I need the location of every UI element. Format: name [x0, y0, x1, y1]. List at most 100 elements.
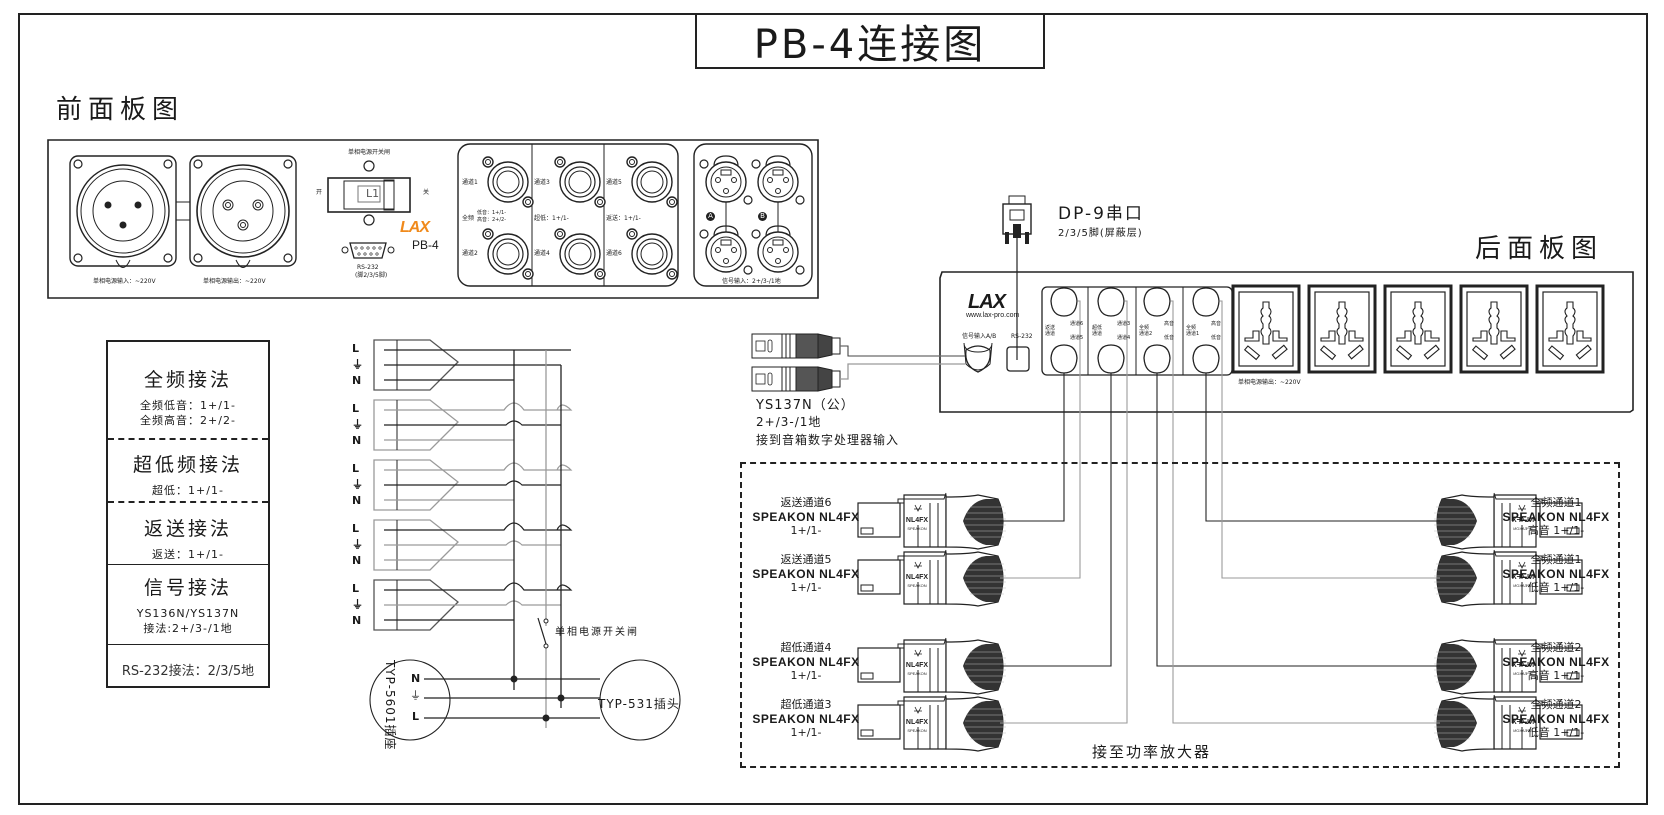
page-title: PB-4连接图: [695, 13, 1045, 69]
rear-group-top-label: 高音: [1211, 321, 1222, 327]
db9-subtitle: 2/3/5脚(屏蔽层): [1058, 228, 1143, 239]
legend-line: 超低：1+/1-: [152, 484, 224, 497]
speakon-jack-icon: [626, 156, 678, 208]
rear-group-bottom-label: 通道4: [1117, 335, 1131, 341]
amp-dashed-box: [740, 462, 1620, 768]
legend-line: 返送：1+/1-: [152, 548, 224, 561]
amp-connector-model: SPEAKON NL4FX: [1502, 655, 1610, 669]
power-out-socket-face: [212, 180, 274, 242]
wiring-pin-label: N: [352, 614, 362, 627]
signal-cable: [840, 363, 965, 380]
power-in-label: 单相电源输入：~220V: [93, 278, 156, 285]
rear-outlet-label: 单相电源输出：~220V: [1238, 379, 1301, 386]
db9-plug-window: [1009, 209, 1025, 221]
wiring-pin-label: L: [352, 462, 360, 475]
power-out-socket-ring: [200, 168, 286, 254]
rear-speakon-jack: [1050, 287, 1078, 317]
pin-hole: [225, 202, 231, 208]
screw-icon: [283, 253, 293, 263]
switch-contact: [543, 618, 549, 624]
rs232-front-sub: (脚2/3/5脚): [355, 272, 388, 279]
amp-connector-pins: 1+/1-: [790, 726, 822, 739]
xlr-jack-icon: [751, 155, 805, 205]
speakon-jack-icon: [554, 228, 606, 280]
fullrange-prefix: 全频: [462, 215, 475, 222]
legend-divider: [108, 501, 268, 503]
ground-wire: [384, 480, 561, 486]
xlr-male-plug-icon: [751, 366, 841, 392]
amp-connector-model: SPEAKON NL4FX: [752, 567, 860, 581]
wiring-pin-label: ⏚: [352, 418, 363, 431]
pin-dot: [119, 221, 127, 229]
switch-on-label: 开: [316, 189, 323, 196]
xlr-jack-icon: [751, 225, 805, 275]
xlr-cable-model: YS137N（公）: [756, 398, 855, 413]
indicator-led: [363, 160, 375, 172]
legend-heading: 返送接法: [143, 518, 232, 540]
wiring-switch-label: 单相电源开关闸: [555, 627, 639, 638]
fullrange-low-note: 低音：1+/1-: [477, 210, 507, 216]
rear-group-side-label: 全频 通道2: [1139, 325, 1153, 337]
amp-connector-model: SPEAKON NL4FX: [752, 510, 860, 524]
rear-group-side-label: 超低 通道: [1092, 325, 1103, 337]
wire: [1220, 300, 1440, 579]
breaker-switch-body: [327, 177, 411, 213]
screw-icon: [73, 253, 83, 263]
amp-box-label: 接至功率放大器: [1092, 743, 1212, 761]
power-outlet-icon: [1535, 284, 1605, 374]
indicator-led: [363, 214, 375, 226]
live-wire: [384, 522, 573, 531]
wiring-pin-label: ⏚: [352, 478, 363, 491]
screw-icon: [341, 246, 349, 254]
breaker-lever: [357, 185, 381, 203]
switch-contact: [543, 643, 549, 649]
speakon-jack-icon: [626, 228, 678, 280]
breaker-handle: [383, 179, 395, 211]
legend-line: 接法:2+/3-/1地: [143, 622, 233, 635]
rear-group-side-label: 全频 通道1: [1186, 325, 1200, 337]
switch-off-label: 关: [423, 189, 430, 196]
amp-connector-pins: 高音 1+/1-: [1527, 524, 1585, 537]
wire: [1205, 373, 1440, 522]
pin-hole: [222, 199, 234, 211]
outlet-plug-shape: [373, 459, 459, 511]
power-in-socket-face: [92, 180, 154, 242]
ground-wire: [384, 420, 561, 426]
screw-icon: [73, 159, 83, 169]
xlr-cable-pins: 2+/3-/1地: [756, 415, 822, 429]
amp-connector-model: SPEAKON NL4FX: [752, 655, 860, 669]
wiring-legend: 全频接法 全频低音：1+/1- 全频高音：2+/2- 超低频接法 超低：1+/1…: [106, 340, 270, 688]
db9-pin: [363, 252, 367, 256]
rear-rs232-port: [1006, 346, 1030, 372]
rear-rs232-label: RS-232: [1011, 333, 1033, 340]
socket-left-pin-l: L: [412, 710, 420, 723]
thumbscrew: [1025, 232, 1029, 244]
power-in-socket-plate: [69, 155, 177, 267]
rear-group-top-label: 通道3: [1117, 321, 1131, 327]
speakon-jack-icon: [554, 156, 606, 208]
amp-connector-model: SPEAKON NL4FX: [1502, 510, 1610, 524]
plug-typ531-circle: [599, 659, 681, 741]
wiring-pin-label: ⏚: [352, 598, 363, 611]
speakon-jack-icon: [482, 156, 534, 208]
db9-plug-boot: [1013, 224, 1021, 238]
wiring-pin-label: L: [352, 402, 360, 415]
amp-connector-pins: 1+/1-: [790, 524, 822, 537]
xlr-cable-note: 接到音箱数字处理器输入: [756, 433, 900, 447]
screw-icon: [163, 159, 173, 169]
rear-group-bottom-label: 低音: [1211, 335, 1222, 341]
pin-dot: [134, 201, 142, 209]
legend-divider: [108, 644, 268, 645]
db9-pin: [375, 252, 379, 256]
power-outlet-icon: [1459, 284, 1529, 374]
legend-rs232: RS-232接法：2/3/5地: [108, 660, 268, 679]
signal-input-label: 信号输入：2+/3-/1地: [722, 278, 781, 285]
ch1-label: 通道1: [462, 179, 478, 186]
switch-blade: [537, 617, 547, 645]
live-wire: [384, 462, 573, 471]
front-brand-logo: LAX: [400, 219, 430, 236]
wiring-pin-label: L: [352, 342, 360, 355]
power-outlet-icon: [1307, 284, 1377, 374]
